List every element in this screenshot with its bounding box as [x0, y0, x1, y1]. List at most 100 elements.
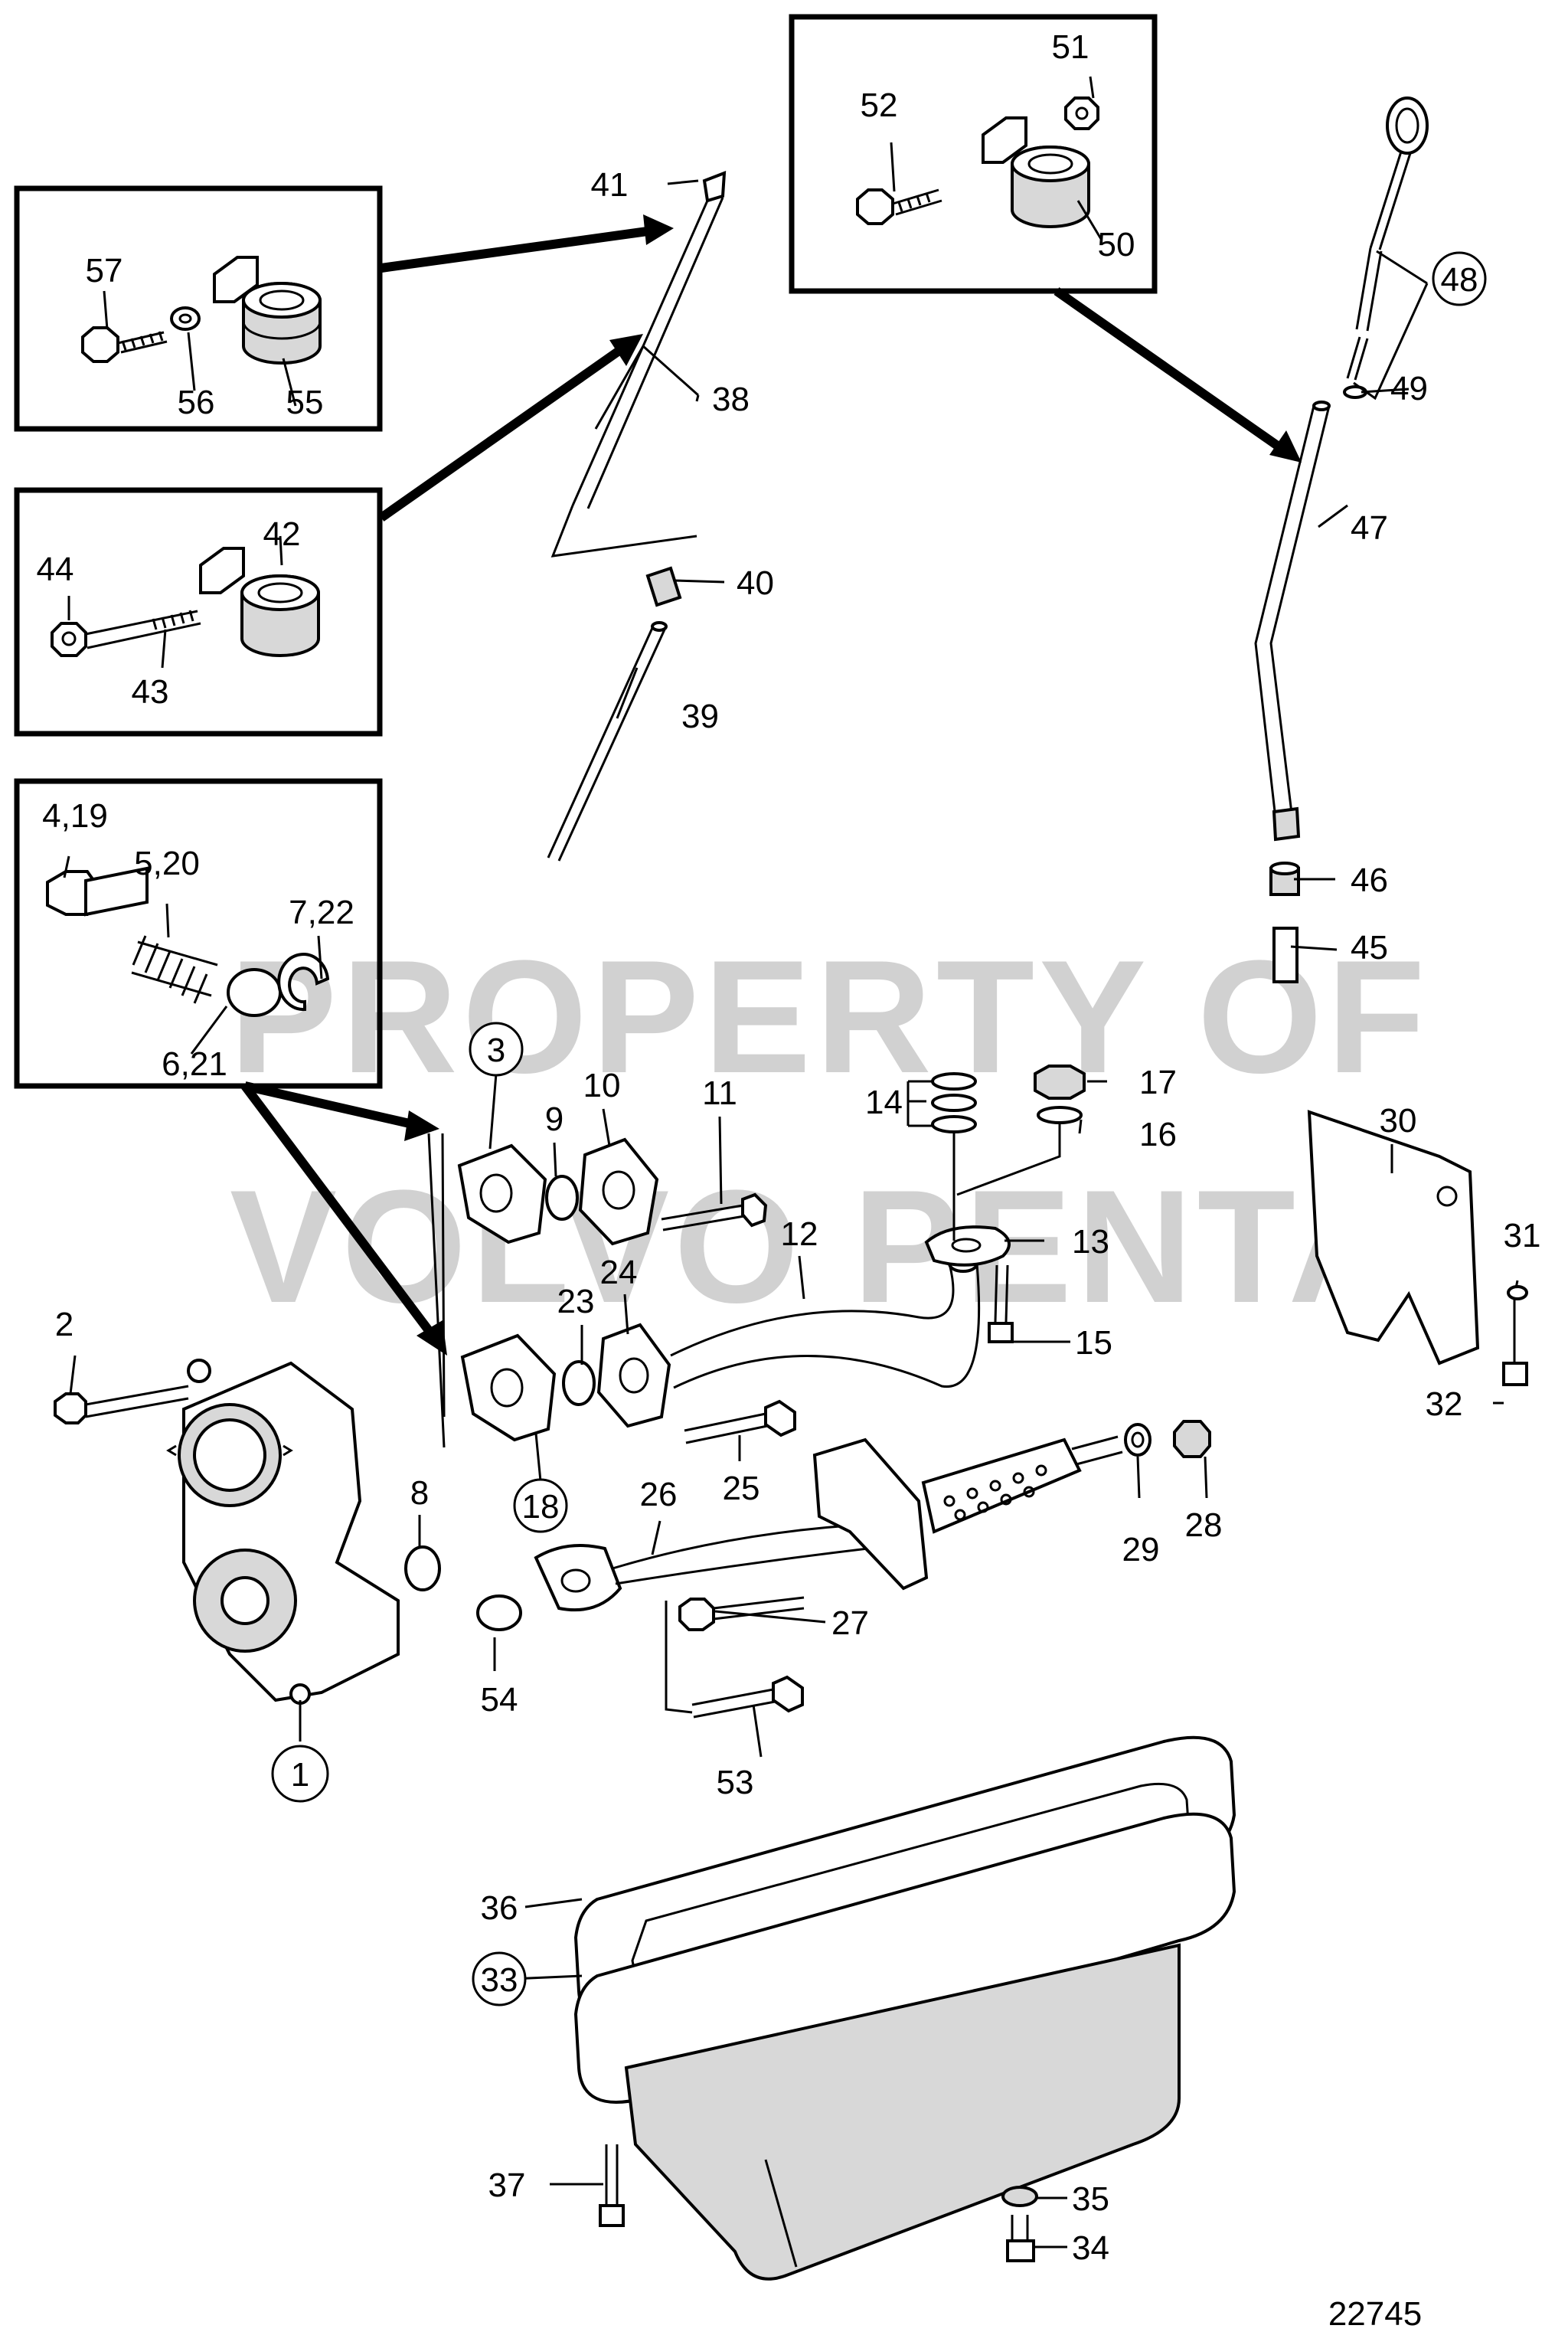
part-24-flange	[596, 1323, 671, 1428]
callout-45: 45	[1351, 929, 1388, 966]
callout-36: 36	[481, 1889, 518, 1927]
part-34-plug	[1006, 2215, 1035, 2262]
arrowhead-50	[1269, 430, 1302, 463]
part-27-bolt	[678, 1596, 805, 1631]
leader-lines	[63, 76, 1519, 2249]
callout-14: 14	[865, 1084, 903, 1121]
part-2-bolt	[54, 1385, 189, 1424]
part-14-orings	[931, 1072, 977, 1241]
arrowhead-3	[404, 1110, 439, 1141]
part-47-tube	[1254, 401, 1331, 842]
callout-16: 16	[1139, 1116, 1177, 1153]
callout-17: 17	[1139, 1064, 1177, 1101]
callout-6-21: 6,21	[162, 1045, 227, 1083]
part-25-bolt	[684, 1399, 796, 1444]
callout-53: 53	[717, 1764, 754, 1801]
part-13-flange	[924, 1225, 1011, 1267]
part-28-nut	[1173, 1420, 1211, 1458]
callout-48-circle	[1432, 251, 1487, 306]
part-35-washer	[1001, 2186, 1038, 2207]
callout-46: 46	[1351, 862, 1388, 899]
part-33-oil-pan	[573, 1812, 1236, 2281]
part-8-oring	[404, 1545, 441, 1591]
callout-1: 1	[291, 1756, 309, 1794]
callout-43: 43	[132, 673, 169, 711]
part-17-nut	[1034, 1065, 1086, 1100]
callout-52: 52	[861, 87, 898, 124]
arrow-55-to-clamp-top	[381, 225, 659, 273]
callout-27: 27	[831, 1604, 869, 1642]
callout-3: 3	[487, 1032, 505, 1069]
callout-26: 26	[640, 1476, 678, 1513]
part-1-oil-pump	[166, 1133, 446, 1705]
callout-7-22: 7,22	[289, 894, 354, 931]
part-53-bolt	[665, 1601, 804, 1719]
callout-42: 42	[263, 515, 301, 553]
part-11-bolt	[661, 1192, 768, 1231]
callout-5-20: 5,20	[134, 845, 200, 882]
callout-33-circle	[472, 1951, 527, 2006]
callout-44: 44	[37, 551, 74, 588]
callout-4-19: 4,19	[42, 797, 108, 835]
callout-37: 37	[488, 2167, 526, 2204]
callout-1-circle	[271, 1745, 329, 1803]
callout-39: 39	[681, 698, 719, 735]
callout-labels: 1 2 3 4,19 5,20 6,21 7,22 8 9 10 11 12 1…	[37, 28, 1541, 2267]
callout-10: 10	[583, 1067, 621, 1104]
callout-50: 50	[1098, 226, 1135, 263]
callout-12: 12	[781, 1215, 818, 1253]
callout-35: 35	[1072, 2180, 1109, 2218]
part-18-housing	[460, 1333, 557, 1442]
arrowhead-55	[643, 214, 674, 245]
part-45-plug	[1272, 927, 1298, 983]
part-26-pickup	[534, 1435, 1123, 1612]
part-30-bracket	[1307, 1110, 1480, 1365]
part-54-oring	[476, 1594, 522, 1631]
callout-29: 29	[1122, 1531, 1160, 1568]
arrow-42-to-clamp	[378, 341, 631, 522]
part-9-washer	[545, 1175, 579, 1221]
callout-15: 15	[1075, 1324, 1112, 1362]
callout-51: 51	[1052, 28, 1089, 66]
callout-41: 41	[591, 166, 629, 204]
arrow-valve-to-18	[241, 1083, 439, 1342]
callout-38: 38	[712, 381, 750, 418]
arrow-50-to-dipstick-tube	[1054, 287, 1289, 456]
part-39-tube	[547, 621, 668, 862]
arrowhead-42	[609, 334, 643, 366]
callout-9: 9	[545, 1101, 564, 1138]
watermark-line-2: VOLVO PENTA	[230, 1156, 1409, 1336]
part-10-flange	[578, 1137, 659, 1246]
arrow-valve-to-3	[243, 1081, 421, 1130]
part-40-coupler	[645, 566, 682, 607]
callout-47: 47	[1351, 509, 1388, 547]
part-3-housing	[457, 1143, 547, 1244]
inset-box-relief-valve	[14, 778, 383, 1089]
callout-33: 33	[481, 1961, 518, 1999]
part-46-sleeve	[1269, 862, 1300, 896]
watermark: PROPERTY OF VOLVO PENTA	[230, 927, 1425, 1336]
figure-number: 22745	[1328, 2295, 1422, 2333]
callout-48: 48	[1441, 261, 1478, 299]
callout-3-circle	[469, 1022, 524, 1077]
part-31-washer	[1507, 1285, 1528, 1300]
callout-28: 28	[1185, 1506, 1223, 1544]
callout-57: 57	[86, 252, 123, 289]
callout-49: 49	[1390, 370, 1428, 407]
callout-18-circle	[513, 1478, 568, 1533]
callout-55: 55	[286, 384, 324, 421]
callout-11: 11	[702, 1074, 737, 1112]
callout-2: 2	[55, 1306, 74, 1343]
part-29-washer	[1124, 1423, 1152, 1457]
callout-18: 18	[522, 1488, 560, 1526]
part-32-bolt	[1502, 1299, 1528, 1386]
callout-56: 56	[178, 384, 215, 421]
inset-box-clip-57-56-55	[14, 185, 383, 432]
callout-32: 32	[1426, 1385, 1463, 1423]
part-23-washer	[562, 1360, 596, 1406]
callout-34: 34	[1072, 2229, 1109, 2267]
callout-8: 8	[410, 1474, 429, 1512]
part-38-rod	[550, 171, 727, 558]
part-48-dipstick	[1346, 96, 1429, 381]
callout-25: 25	[723, 1470, 760, 1507]
